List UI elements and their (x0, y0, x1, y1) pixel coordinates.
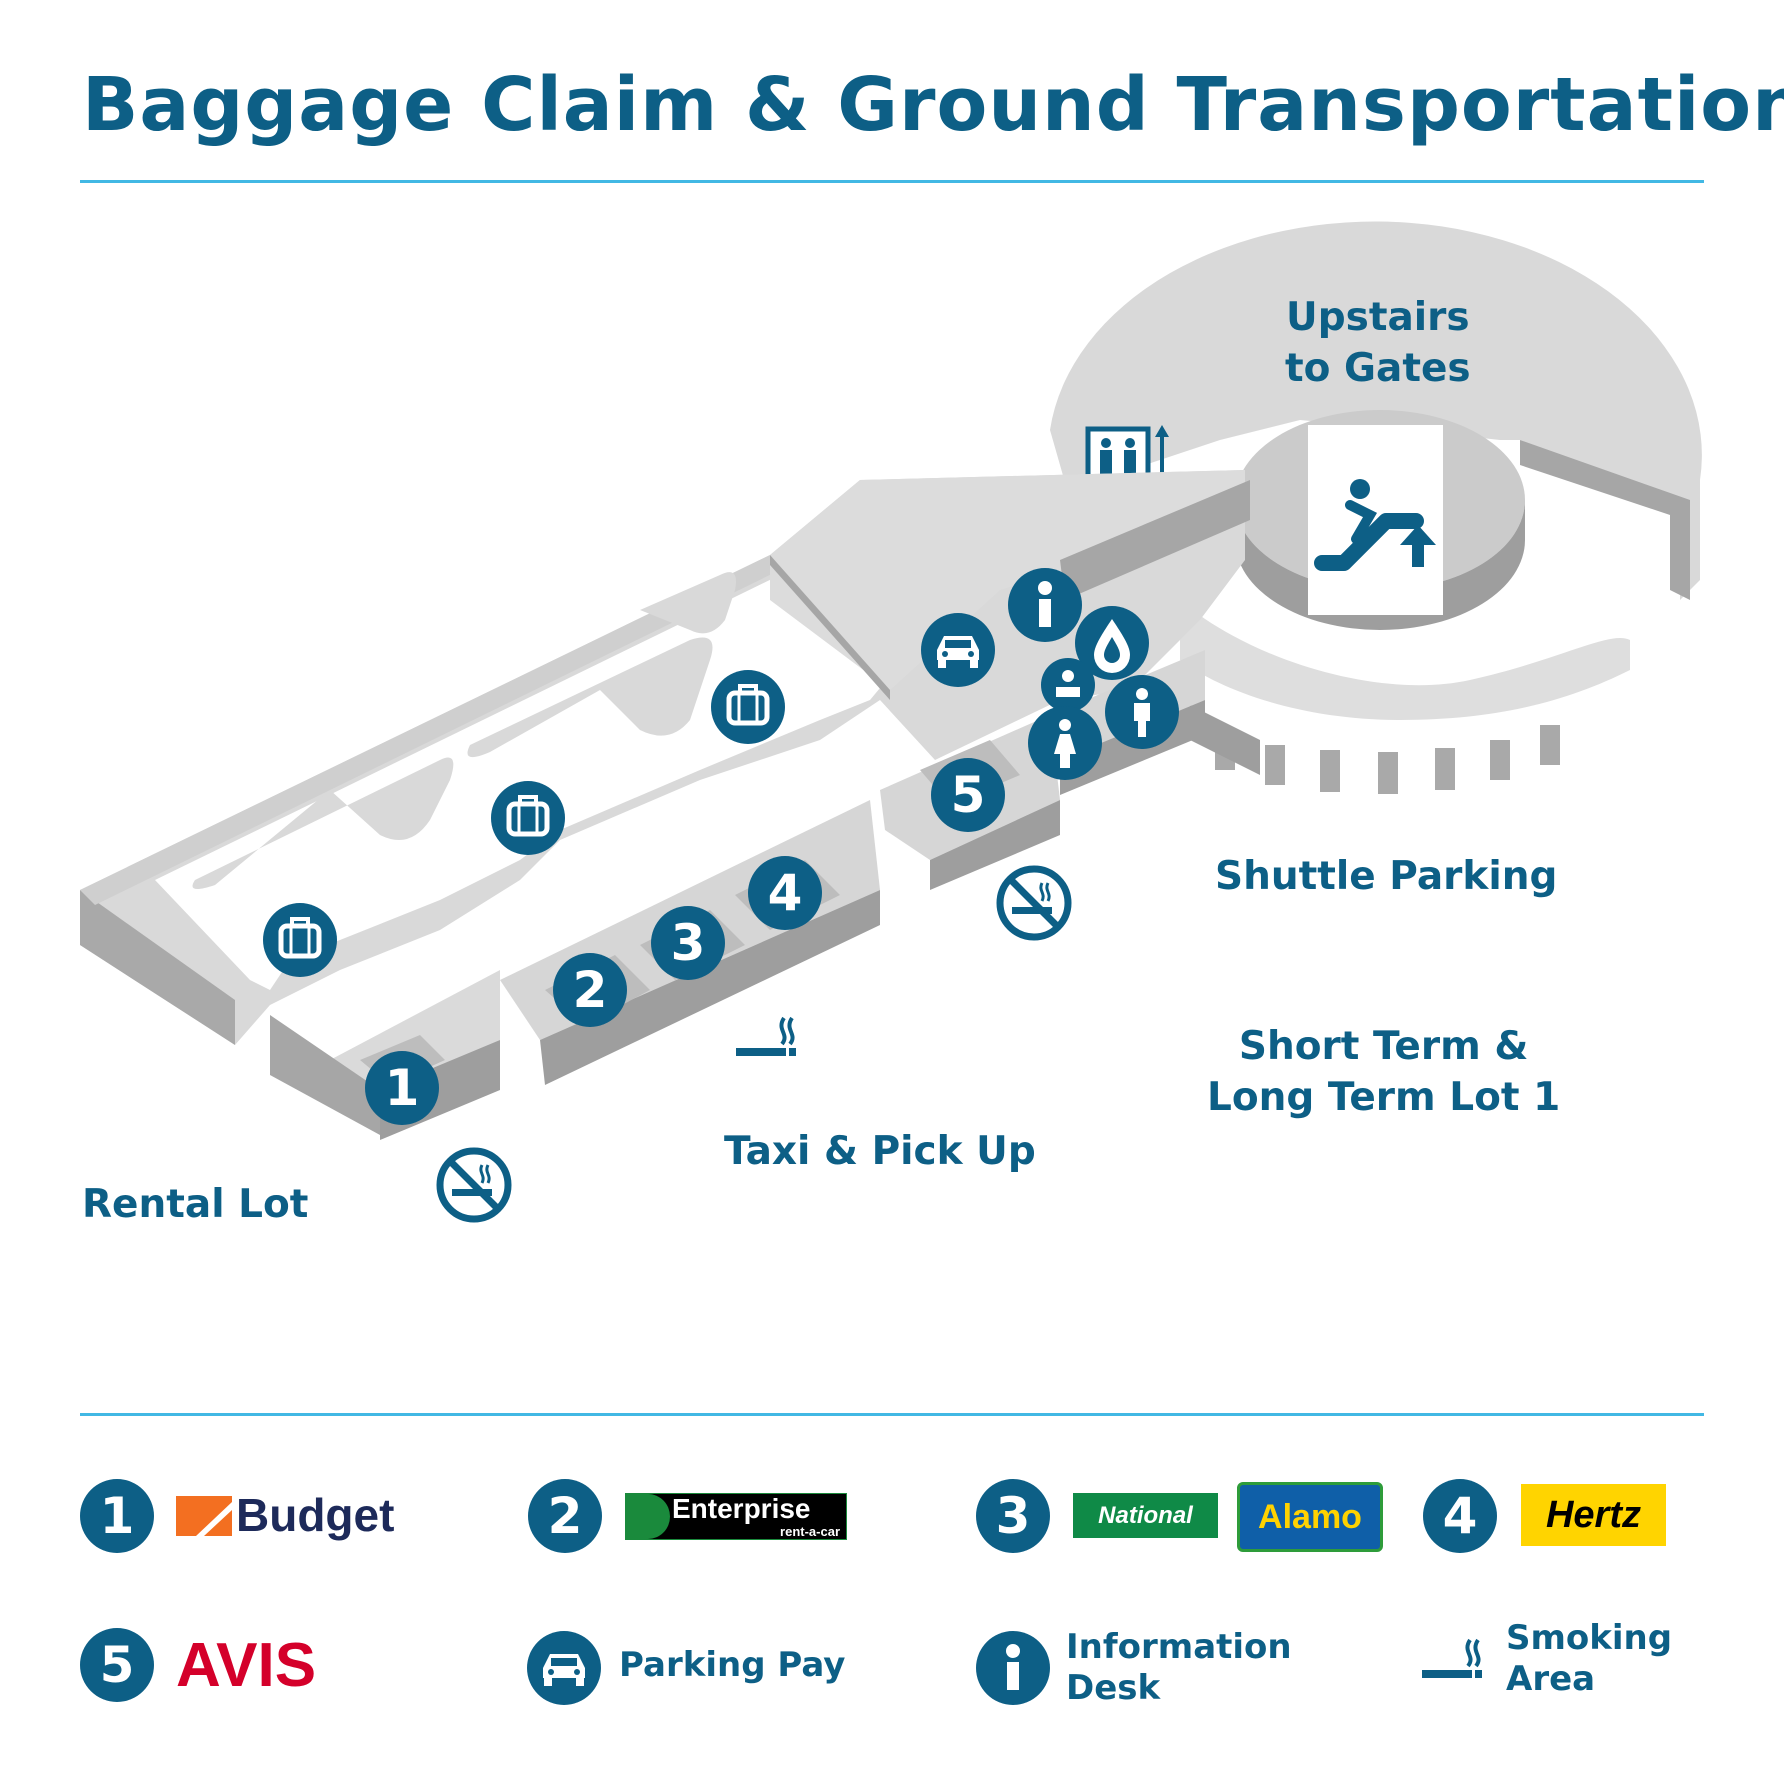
enterprise-mark-icon (626, 1494, 670, 1539)
no-smoking-icon-1 (1000, 869, 1068, 937)
counter-1-label: 1 (385, 1059, 420, 1117)
legend-number-5: 5 (80, 1628, 154, 1702)
budget-brand: Budget (236, 1489, 395, 1541)
budget-mark-icon (176, 1496, 232, 1536)
rental-lot-label: Rental Lot (82, 1182, 309, 1227)
family-restroom-icon (1041, 658, 1095, 712)
smoking-area-legend-icon (1422, 1638, 1482, 1678)
page-title: Baggage Claim & Ground Transportation (82, 62, 1784, 148)
escalator-icon (1314, 479, 1436, 571)
legend-number-2: 2 (528, 1479, 602, 1553)
womens-restroom-icon (1028, 706, 1102, 780)
baggage-claim-icon-1 (263, 903, 337, 977)
no-smoking-icon-2 (440, 1151, 508, 1219)
baggage-claim-icon-2 (491, 781, 565, 855)
information-icon (1008, 568, 1082, 642)
upstairs-to-gates-label: Upstairs to Gates (1285, 295, 1471, 391)
short-long-term-lot-label: Short Term & Long Term Lot 1 (1207, 1024, 1561, 1120)
enterprise-logo: Enterprise rent-a-car (625, 1493, 847, 1540)
budget-logo: Budget (176, 1489, 406, 1544)
national-brand: National (1098, 1501, 1193, 1529)
legend-divider (80, 1413, 1704, 1416)
taxi-pickup-label: Taxi & Pick Up (724, 1129, 1036, 1174)
shuttle-parking-label: Shuttle Parking (1215, 854, 1558, 899)
smoking-area-label: Smoking Area (1506, 1618, 1673, 1700)
parking-pay-label: Parking Pay (619, 1645, 846, 1685)
avis-logo: AVIS (176, 1630, 356, 1700)
counter-5-label: 5 (951, 766, 986, 824)
information-desk-legend-icon (976, 1631, 1050, 1705)
counter-markers: 1 2 3 4 5 (365, 758, 1005, 1125)
enterprise-brand: Enterprise (672, 1493, 811, 1524)
top-divider (80, 180, 1704, 183)
counter-4-label: 4 (768, 864, 803, 922)
parking-pay-legend-icon (527, 1631, 601, 1705)
enterprise-subbrand: rent-a-car (780, 1524, 840, 1539)
avis-brand: AVIS (176, 1630, 317, 1700)
hertz-logo: Hertz (1521, 1484, 1666, 1546)
baggage-claim-icon-3 (711, 670, 785, 744)
legend-number-1: 1 (80, 1479, 154, 1553)
legend-number-4: 4 (1423, 1479, 1497, 1553)
counter-2-label: 2 (573, 961, 608, 1019)
alamo-brand: Alamo (1258, 1497, 1362, 1536)
smoking-area-icon-map (734, 1016, 798, 1058)
hertz-brand: Hertz (1545, 1493, 1642, 1536)
mens-restroom-icon (1105, 675, 1179, 749)
legend-number-3: 3 (976, 1479, 1050, 1553)
national-logo: National (1073, 1493, 1218, 1538)
water-fountain-icon (1075, 606, 1149, 680)
information-desk-label: Information Desk (1066, 1627, 1292, 1709)
counter-3-label: 3 (671, 914, 706, 972)
alamo-logo: Alamo (1237, 1482, 1383, 1552)
parking-pay-icon (921, 613, 995, 687)
